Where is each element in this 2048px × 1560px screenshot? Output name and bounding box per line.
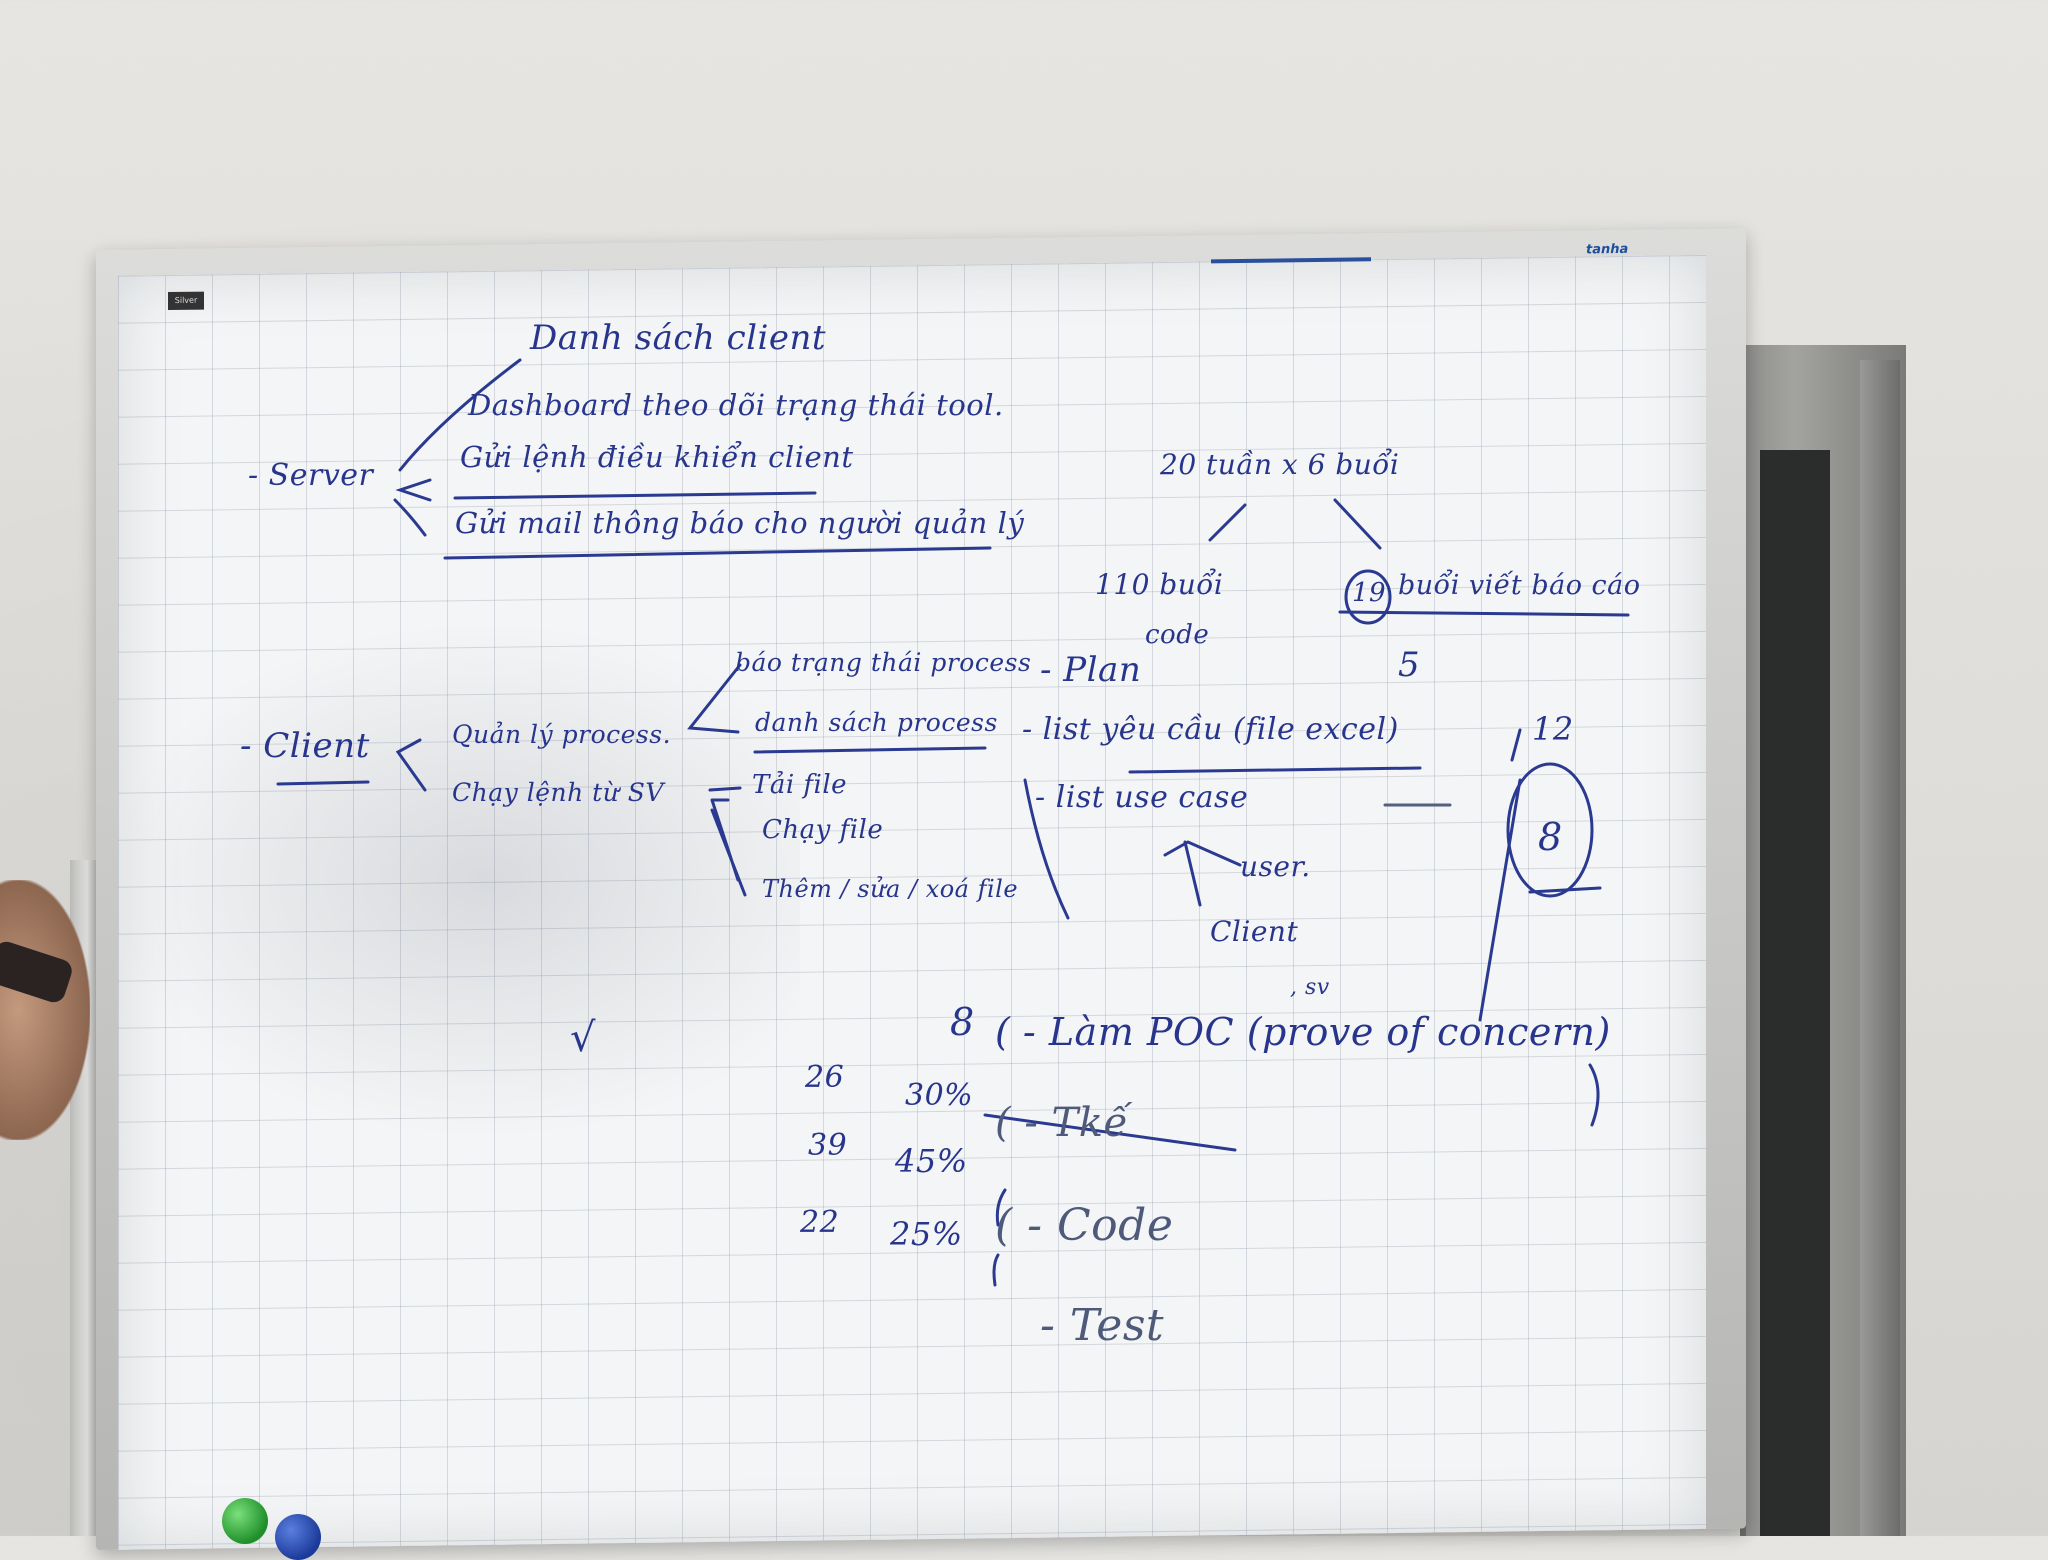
- estimate-plan-number: 5: [1398, 645, 1421, 685]
- phase-test: - Test: [1040, 1300, 1165, 1351]
- estimate-usecase-number: 8: [1538, 815, 1563, 859]
- plan-item-user: user.: [1240, 850, 1311, 883]
- green-magnet: [222, 1498, 268, 1544]
- client-label: - Client: [240, 726, 370, 766]
- plan-item-usecase: - list use case: [1035, 780, 1249, 815]
- phase-design-number: 26: [805, 1060, 845, 1095]
- cabinet-edge: [1860, 360, 1900, 1536]
- arm-shadow: [100, 620, 800, 1140]
- process-item-list: danh sách process: [755, 708, 998, 737]
- plan-item-requirements: - list yêu cầu (file excel): [1022, 712, 1399, 747]
- presenter-hand: [0, 880, 90, 1140]
- phase-code: ( - Code: [995, 1200, 1174, 1251]
- server-item-client-list: Danh sách client: [530, 318, 827, 358]
- file-item-download: Tải file: [752, 770, 848, 800]
- estimate-report-label: buổi viết báo cáo: [1398, 570, 1641, 601]
- phase-code-percent: 45%: [895, 1142, 968, 1180]
- client-sub-run-command: Chạy lệnh từ SV: [452, 778, 664, 807]
- estimate-code-label: code: [1145, 620, 1210, 650]
- estimate-req-number: 12: [1532, 710, 1574, 748]
- server-label: - Server: [248, 458, 374, 493]
- plan-item-client: Client: [1210, 915, 1299, 948]
- phase-test-percent: 25%: [890, 1215, 963, 1253]
- estimate-code-sessions: 110 buổi: [1095, 568, 1224, 601]
- file-item-crud: Thêm / sửa / xoá file: [762, 875, 1019, 903]
- process-item-status: báo trạng thái process: [735, 648, 1032, 677]
- server-item-send-command: Gửi lệnh điều khiển client: [460, 440, 854, 474]
- file-item-run: Chạy file: [762, 815, 884, 845]
- client-sub-process-manage: Quản lý process.: [452, 720, 672, 749]
- phase-poc: ( - Làm POC (prove of concern): [995, 1010, 1611, 1054]
- phase-code-number: 39: [808, 1128, 848, 1163]
- phase-design: ( - Tkế: [995, 1100, 1129, 1146]
- phase-test-number: 22: [800, 1205, 840, 1240]
- server-item-send-mail: Gửi mail thông báo cho người quản lý: [455, 506, 1025, 540]
- phase-design-percent: 30%: [905, 1078, 974, 1113]
- plan-item-plan: - Plan: [1040, 650, 1142, 690]
- blue-magnet: [275, 1514, 321, 1560]
- cabinet-interior: [1760, 450, 1830, 1536]
- estimate-report-number: 19: [1352, 578, 1387, 608]
- check-mark: √: [570, 1015, 596, 1061]
- server-item-dashboard: Dashboard theo dõi trạng thái tool.: [468, 388, 1004, 422]
- phase-poc-number: 8: [950, 1000, 975, 1044]
- estimate-header: 20 tuần x 6 buổi: [1160, 448, 1400, 481]
- plan-item-sv: , sv: [1290, 975, 1330, 1000]
